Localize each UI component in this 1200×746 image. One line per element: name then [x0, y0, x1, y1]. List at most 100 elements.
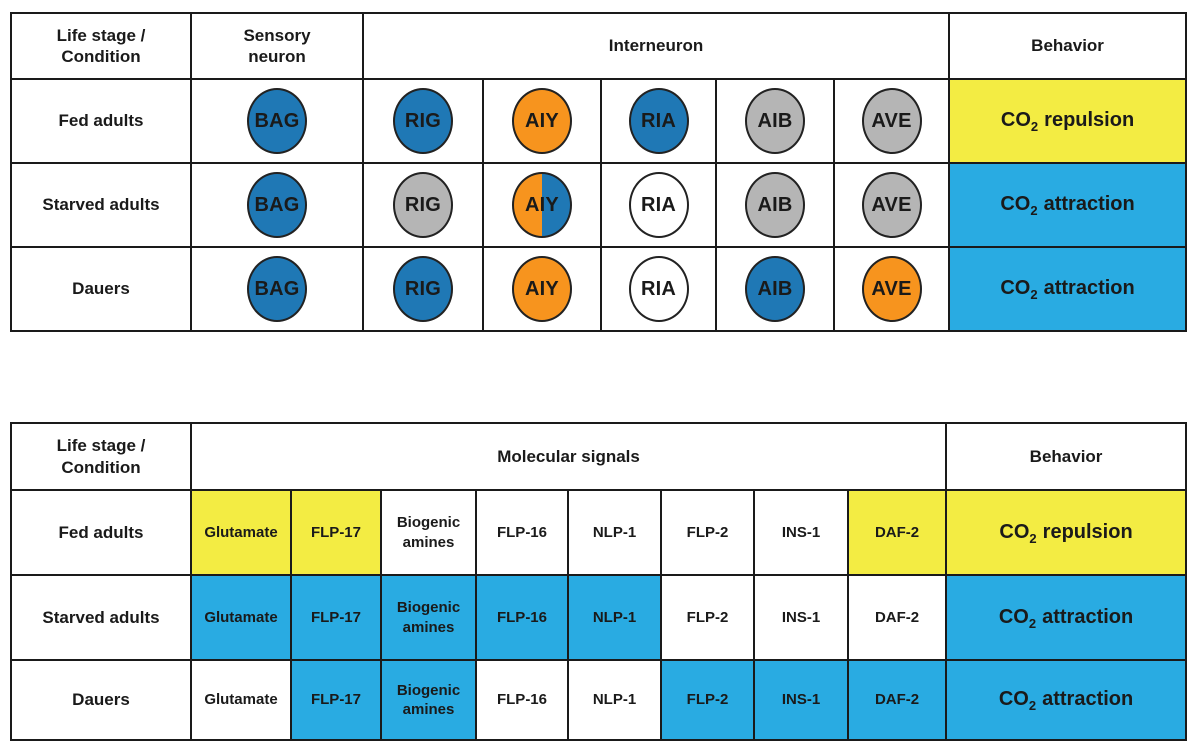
- signal-cell-ins1: INS-1: [753, 659, 849, 741]
- signal-cell-flp17: FLP-17: [290, 659, 382, 741]
- neuron-circle-ave: AVE: [861, 256, 922, 322]
- header-behavior: Behavior: [948, 12, 1188, 80]
- co2-subscript: 2: [1030, 287, 1038, 302]
- signal-cell-daf2: DAF-2: [846, 489, 948, 576]
- neuron-circle-bag: BAG: [247, 172, 307, 238]
- interneuron-cell: AVE: [832, 162, 951, 248]
- co2-formula: CO: [1000, 109, 1031, 131]
- neuron-label: BAG: [254, 109, 300, 132]
- signal-cell-flp2: FLP-2: [660, 659, 755, 741]
- co2-subscript: 2: [1029, 530, 1037, 546]
- neuron-label: RIA: [640, 277, 677, 300]
- neuron-circle-aib: AIB: [745, 88, 805, 154]
- sensory-neuron-cell: BAG: [190, 162, 364, 248]
- signal-cell-ins1: INS-1: [753, 574, 849, 661]
- signal-cell-flp16: FLP-16: [475, 574, 569, 661]
- neuron-label: AIB: [757, 193, 793, 216]
- behavior-word: repulsion: [1044, 109, 1135, 131]
- row-label: Starved adults: [10, 162, 192, 248]
- behavior-word: attraction: [1042, 688, 1134, 710]
- behavior-cell: CO2 attraction: [945, 574, 1188, 661]
- signal-cell-flp16: FLP-16: [475, 489, 569, 576]
- signal-cell-flp16: FLP-16: [475, 659, 569, 741]
- header-sensory-neuron: Sensory neuron: [190, 12, 364, 80]
- neuron-label: AIY: [525, 109, 559, 132]
- header-life-stage: Life stage / Condition: [10, 12, 192, 80]
- signal-cell-daf2: DAF-2: [846, 574, 948, 661]
- neuron-circle-bag: BAG: [247, 88, 307, 154]
- behavior-word: attraction: [1043, 277, 1135, 299]
- behavior-text: CO2 attraction: [998, 688, 1134, 713]
- signal-cell-flp17: FLP-17: [290, 574, 382, 661]
- signal-cell-flp17: FLP-17: [290, 489, 382, 576]
- table-row-dauers: Dauers Glutamate FLP-17 Biogenic amines …: [10, 659, 1188, 741]
- signal-cell-nlp1: NLP-1: [567, 574, 662, 661]
- interneuron-cell: RIG: [362, 246, 484, 332]
- table-row-fed-adults: Fed adults Glutamate FLP-17 Biogenic ami…: [10, 489, 1188, 576]
- table-row-starved-adults: Starved adults Glutamate FLP-17 Biogenic…: [10, 574, 1188, 661]
- interneuron-cell: RIA: [600, 78, 717, 164]
- table-row-dauers: Dauers BAG RIG AIY RIA: [10, 246, 1188, 332]
- co2-formula: CO: [998, 688, 1029, 710]
- neuron-circle-bag: BAG: [247, 256, 307, 322]
- neuron-circle-ave: AVE: [861, 172, 922, 238]
- neuron-table-header-row: Life stage / Condition Sensory neuron In…: [10, 12, 1188, 80]
- neuron-label: BAG: [254, 193, 300, 216]
- row-label: Fed adults: [10, 489, 192, 576]
- signal-cell-nlp1: NLP-1: [567, 489, 662, 576]
- table-gap: [10, 332, 1200, 422]
- header-interneuron: Interneuron: [361, 12, 951, 80]
- signal-cell-biogenic-amines: Biogenic amines: [380, 659, 477, 741]
- header-life-stage: Life stage / Condition: [10, 422, 192, 491]
- row-label: Dauers: [10, 659, 192, 741]
- neuron-label: AIB: [757, 277, 793, 300]
- row-label: Fed adults: [10, 78, 192, 164]
- neuron-label: RIG: [404, 109, 442, 132]
- neuron-label: RIA: [640, 109, 677, 132]
- interneuron-cell: AIB: [715, 78, 835, 164]
- signal-cell-flp2: FLP-2: [660, 489, 755, 576]
- neuron-circle-aib: AIB: [745, 172, 805, 238]
- behavior-text: CO2 repulsion: [1000, 109, 1135, 134]
- neuron-circle-aiy: AIY: [512, 256, 572, 322]
- interneuron-cell: AVE: [832, 78, 951, 164]
- row-label: Starved adults: [10, 574, 192, 661]
- co2-subscript: 2: [1028, 698, 1037, 713]
- neuron-circle-ria: RIA: [628, 256, 689, 322]
- interneuron-cell: RIG: [362, 78, 484, 164]
- neuron-table: Life stage / Condition Sensory neuron In…: [10, 12, 1188, 332]
- behavior-cell: CO2 attraction: [945, 659, 1188, 741]
- interneuron-cell: AVE: [832, 246, 951, 332]
- row-label: Dauers: [10, 246, 192, 332]
- signal-cell-nlp1: NLP-1: [567, 659, 662, 741]
- signal-cell-ins1: INS-1: [753, 489, 849, 576]
- interneuron-cell: AIB: [715, 246, 835, 332]
- signal-cell-glutamate: Glutamate: [190, 574, 292, 661]
- co2-formula: CO: [998, 605, 1029, 628]
- header-behavior: Behavior: [945, 422, 1188, 491]
- co2-subscript: 2: [1030, 119, 1039, 134]
- table-row-starved-adults: Starved adults BAG RIG AIY RIA: [10, 162, 1188, 248]
- behavior-word: repulsion: [1042, 520, 1133, 543]
- neuron-label: AIY: [525, 193, 559, 216]
- neuron-circle-rig: RIG: [393, 88, 453, 154]
- neuron-label: RIA: [640, 193, 677, 216]
- sensory-neuron-cell: BAG: [190, 246, 364, 332]
- signal-cell-glutamate: Glutamate: [190, 659, 292, 741]
- neuron-label: AIY: [525, 277, 559, 300]
- interneuron-cell: AIB: [715, 162, 835, 248]
- behavior-word: attraction: [1043, 193, 1135, 215]
- neuron-label: RIG: [404, 277, 442, 300]
- co2-subscript: 2: [1028, 615, 1037, 631]
- neuron-circle-aiy: AIY: [512, 88, 572, 154]
- sensory-neuron-cell: BAG: [190, 78, 364, 164]
- signal-cell-biogenic-amines: Biogenic amines: [380, 489, 477, 576]
- interneuron-cell: RIA: [600, 246, 717, 332]
- behavior-word: attraction: [1042, 605, 1134, 628]
- neuron-label: AVE: [871, 277, 912, 300]
